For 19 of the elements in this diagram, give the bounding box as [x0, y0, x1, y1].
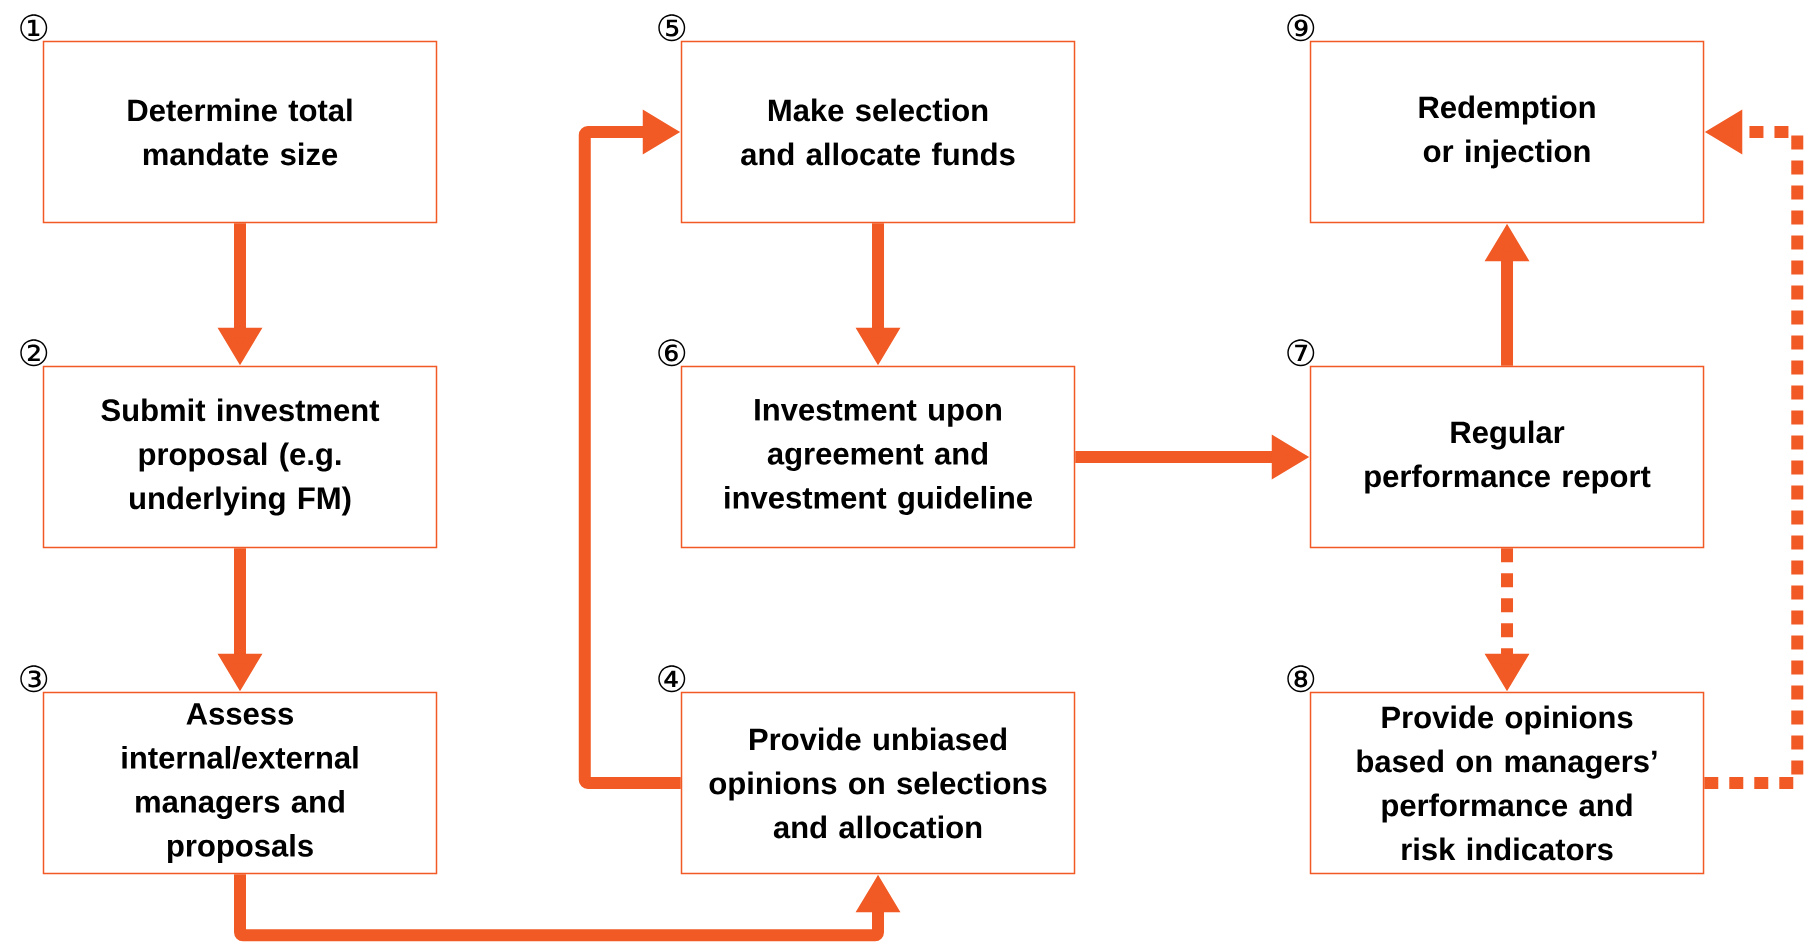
- callout-number: ⑦: [1287, 339, 1315, 367]
- callout-number: ⑨: [1287, 14, 1315, 42]
- callout-number: ③: [20, 665, 48, 693]
- arrow: [578, 109, 681, 789]
- process-box: Investment upon agreement and investment guideline: [680, 365, 1076, 549]
- callout-number: ⑤: [658, 14, 686, 42]
- callout-number: ⑥: [658, 339, 686, 367]
- process-box: Make selection and allocate funds: [680, 40, 1076, 224]
- process-box: Provide unbiased opinions on selections and allocation: [680, 691, 1076, 875]
- callout-number: ①: [20, 14, 48, 42]
- process-box: Assess internal/external managers and proposals: [42, 691, 438, 875]
- callout-number: ④: [658, 665, 686, 693]
- process-box: Redemption or injection: [1309, 40, 1705, 224]
- process-box: Provide opinions based on managers’ performance and risk indicators: [1309, 691, 1705, 875]
- process-box: Regular performance report: [1309, 365, 1705, 549]
- process-box: Submit investment proposal (e.g. underlying FM): [42, 365, 438, 549]
- callout-number: ⑧: [1287, 665, 1315, 693]
- process-box: Determine total mandate size: [42, 40, 438, 224]
- callout-number: ②: [20, 339, 48, 367]
